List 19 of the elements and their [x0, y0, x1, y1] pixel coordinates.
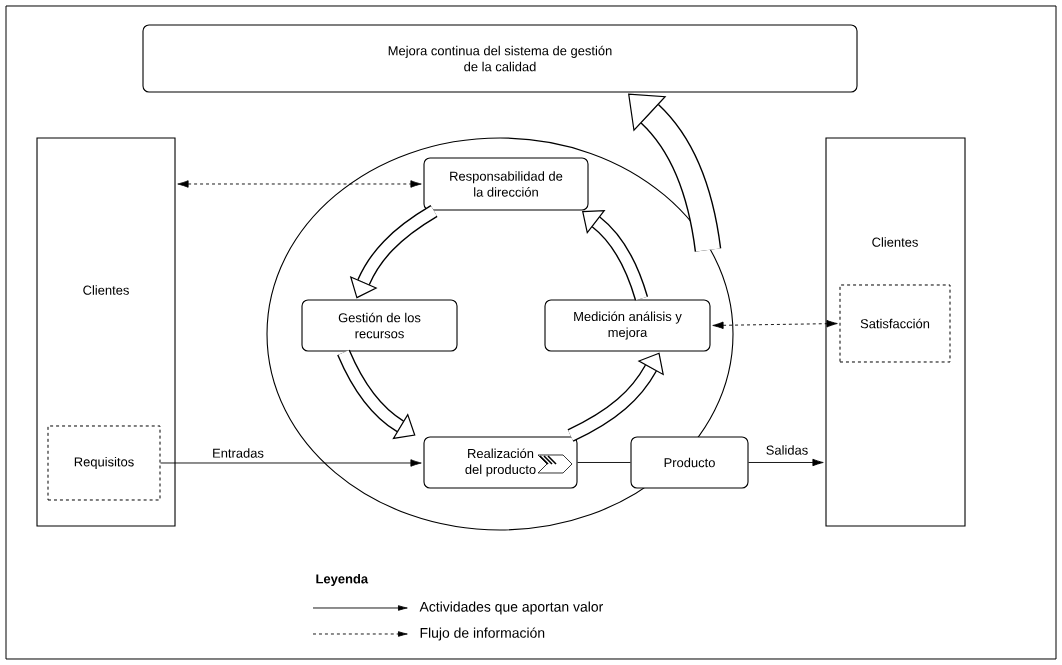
legend-title: Leyenda	[316, 573, 369, 587]
connector-line	[577, 462, 631, 463]
legend-text: Actividades que aportan valor	[419, 601, 603, 615]
circle-outline	[266, 137, 734, 531]
block-arrow	[582, 210, 649, 301]
process-box: Producto	[630, 436, 749, 489]
edge-label: Salidas	[766, 445, 808, 455]
process-box: Responsabilidad de la dirección	[423, 157, 589, 211]
dashed-box: Requisitos	[47, 425, 161, 501]
dashed-arrow	[177, 180, 422, 188]
dashed-box: Satisfacción	[839, 284, 951, 363]
arrow	[748, 458, 824, 467]
dashed-arrow	[712, 319, 838, 330]
block-arrow	[628, 93, 722, 252]
process-box: Realización del producto	[423, 436, 578, 489]
legend-text: Flujo de información	[420, 627, 545, 641]
edge-label: Entradas	[213, 448, 264, 458]
arrow	[160, 459, 422, 467]
block-arrow	[567, 352, 664, 442]
